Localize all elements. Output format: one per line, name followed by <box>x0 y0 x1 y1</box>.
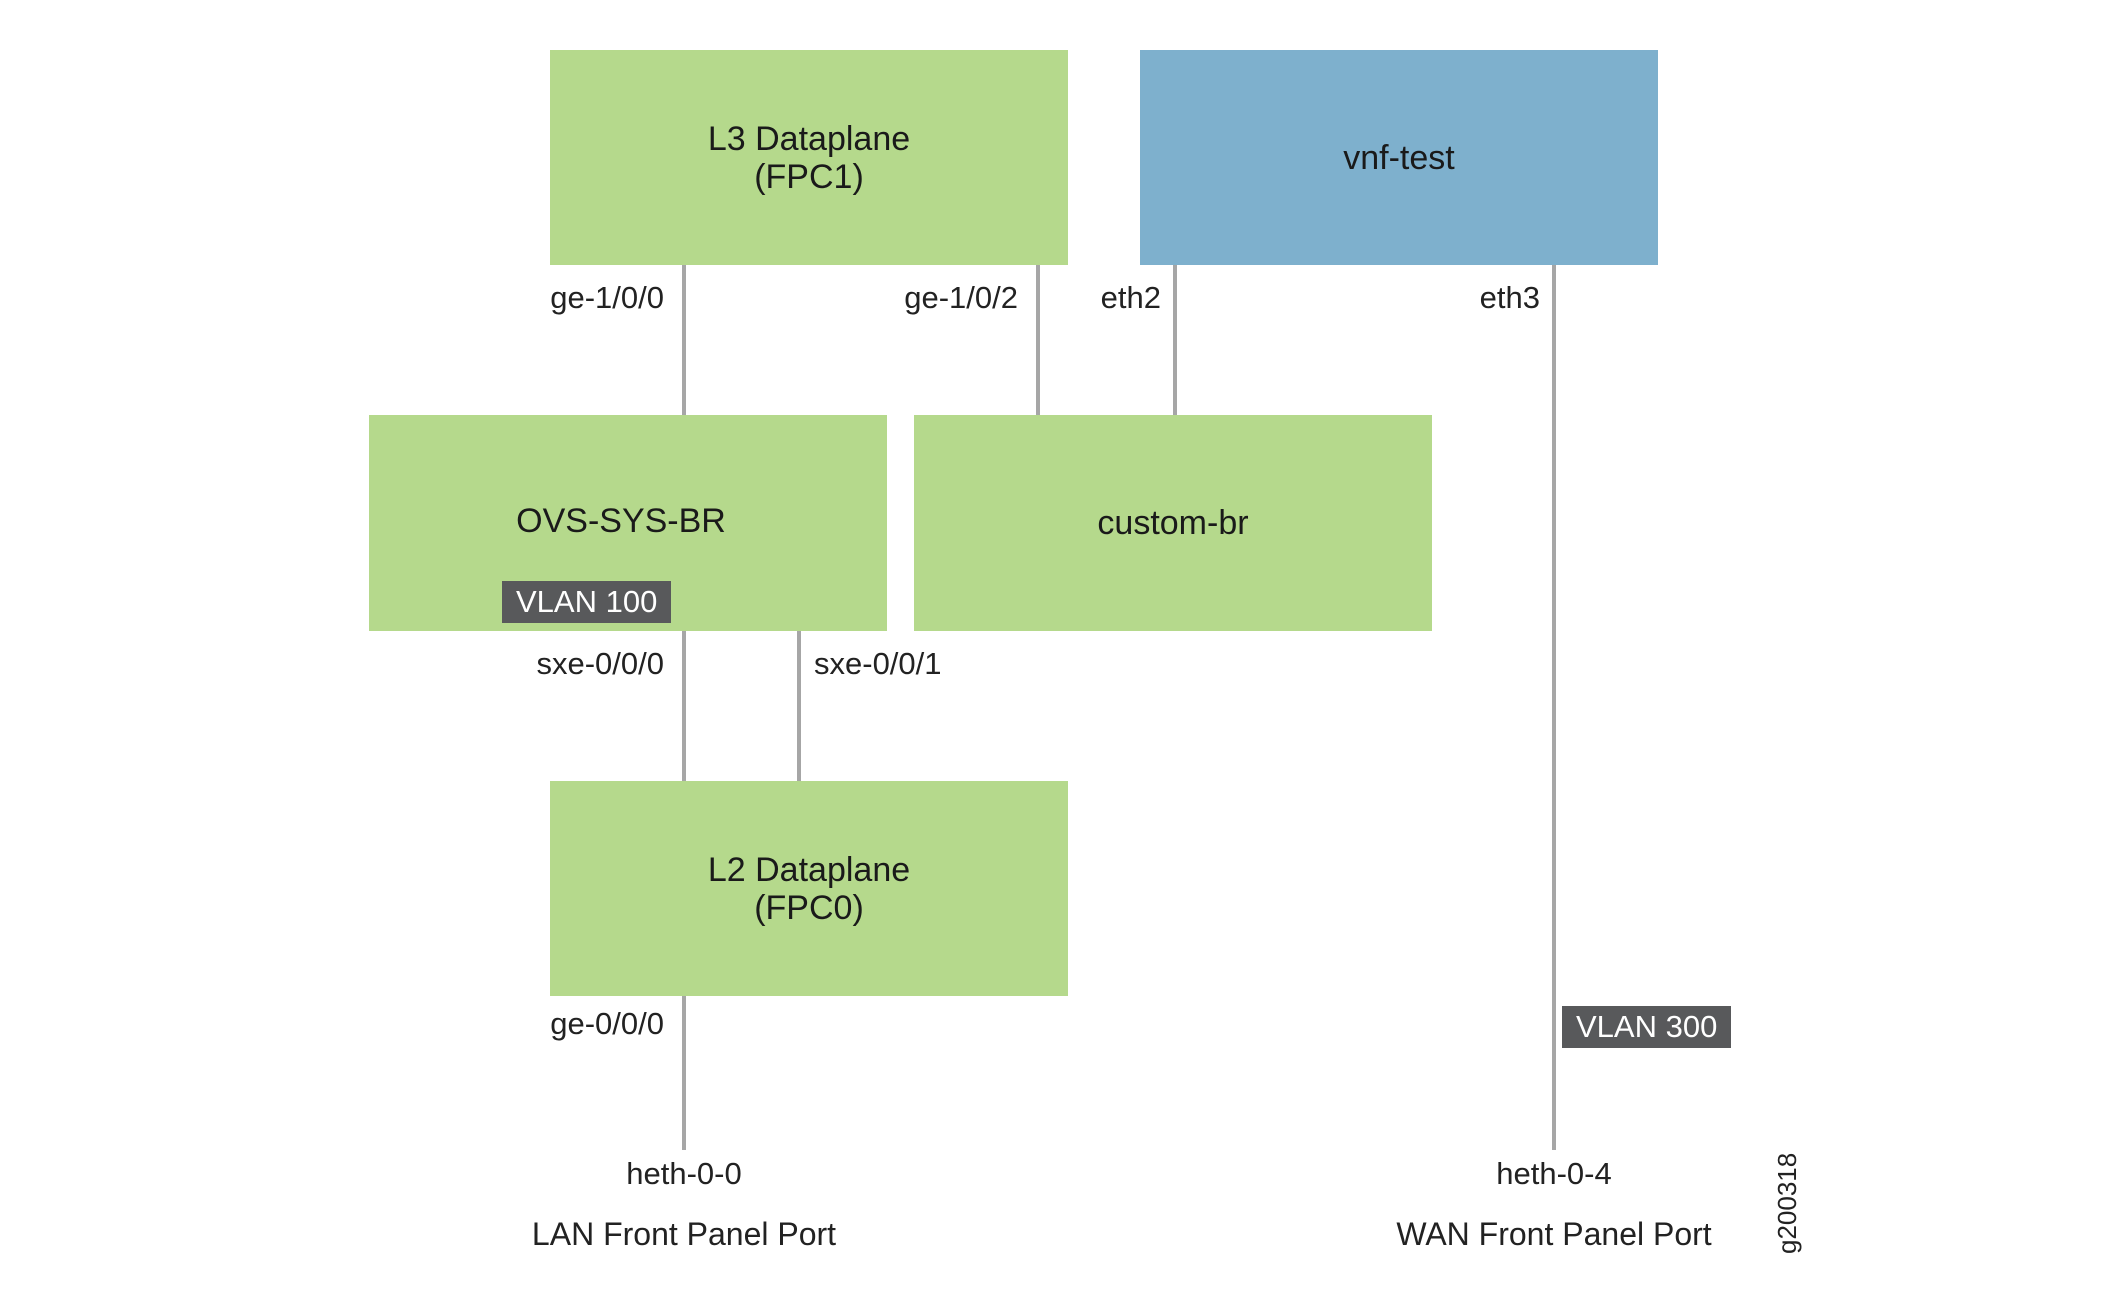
link-ge-1-0-2 <box>1036 265 1040 415</box>
l3-dataplane-node: L3 Dataplane (FPC1) <box>550 50 1068 265</box>
lan-front-panel-port-caption: LAN Front Panel Port <box>531 1216 837 1252</box>
ge-0-0-0-label: ge-0/0/0 <box>550 1006 664 1041</box>
custom-br-label: custom-br <box>1097 504 1249 542</box>
l2-dataplane-node: L2 Dataplane (FPC0) <box>550 781 1068 996</box>
vlan-300-tag: VLAN 300 <box>1562 1006 1732 1048</box>
heth-0-0-label: heth-0-0 <box>626 1156 742 1191</box>
heth-0-4-label: heth-0-4 <box>1496 1156 1612 1191</box>
link-sxe-0-0-0 <box>682 631 686 781</box>
ovs-sys-br-label: OVS-SYS-BR <box>516 502 726 540</box>
sxe-0-0-0-label: sxe-0/0/0 <box>536 646 664 681</box>
link-ge-1-0-0 <box>682 265 686 415</box>
sxe-0-0-1-label: sxe-0/0/1 <box>814 646 942 681</box>
eth2-label: eth2 <box>1100 280 1161 315</box>
link-eth3 <box>1552 265 1556 1150</box>
link-ge-0-0-0 <box>682 996 686 1150</box>
l2-dataplane-title: L2 Dataplane <box>707 850 911 889</box>
link-sxe-0-0-1 <box>797 631 801 781</box>
custom-br-node: custom-br <box>914 415 1432 631</box>
vnf-test-node: vnf-test <box>1140 50 1658 265</box>
vlan-100-tag: VLAN 100 <box>502 581 672 623</box>
figure-id: g200318 <box>1772 1152 1802 1254</box>
l3-dataplane-subtitle: (FPC1) <box>754 157 864 196</box>
l2-dataplane-subtitle: (FPC0) <box>754 888 864 927</box>
l3-dataplane-title: L3 Dataplane <box>707 119 911 158</box>
vnf-test-label: vnf-test <box>1343 138 1455 177</box>
wan-front-panel-port-caption: WAN Front Panel Port <box>1396 1216 1712 1252</box>
eth3-label: eth3 <box>1479 280 1540 315</box>
ge-1-0-0-label: ge-1/0/0 <box>550 280 664 315</box>
ge-1-0-2-label: ge-1/0/2 <box>904 280 1018 315</box>
link-eth2 <box>1173 265 1177 415</box>
